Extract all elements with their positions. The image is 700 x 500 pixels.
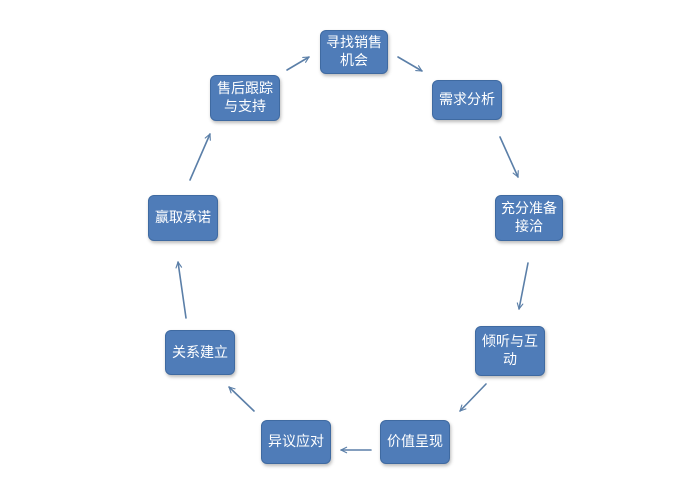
node-find-opportunity: 寻找销售机会 [320, 30, 388, 74]
node-value-present: 价值呈现 [380, 420, 450, 464]
arrow-needs-analysis-to-prepare-contact [499, 136, 519, 178]
arrow-prepare-contact-to-listen-interact [516, 262, 529, 310]
node-prepare-contact: 充分准备接洽 [495, 195, 563, 241]
node-listen-interact: 倾听与互动 [475, 326, 545, 376]
node-after-sales-label: 售后跟踪与支持 [217, 81, 273, 115]
arrow-after-sales-to-find-opportunity [286, 56, 310, 71]
node-build-relationship: 关系建立 [165, 330, 235, 375]
node-win-commitment: 赢取承诺 [148, 195, 218, 241]
node-needs-analysis-label: 需求分析 [439, 92, 495, 108]
node-find-opportunity-label: 寻找销售机会 [326, 35, 382, 69]
node-objection-handling: 异议应对 [261, 420, 331, 464]
node-value-present-label: 价值呈现 [387, 434, 443, 450]
node-after-sales: 售后跟踪与支持 [210, 75, 280, 121]
node-objection-handling-label: 异议应对 [268, 434, 324, 450]
arrow-listen-interact-to-value-present [459, 383, 487, 412]
node-listen-interact-label: 倾听与互动 [482, 334, 538, 368]
arrow-find-opportunity-to-needs-analysis [397, 56, 423, 72]
node-win-commitment-label: 赢取承诺 [155, 210, 211, 226]
arrow-win-commitment-to-after-sales [189, 133, 211, 181]
node-build-relationship-label: 关系建立 [172, 344, 228, 361]
arrow-objection-handling-to-build-relationship [228, 386, 255, 412]
node-needs-analysis: 需求分析 [432, 80, 502, 120]
node-prepare-contact-label: 充分准备接洽 [501, 201, 557, 235]
arrow-build-relationship-to-win-commitment [175, 261, 187, 319]
